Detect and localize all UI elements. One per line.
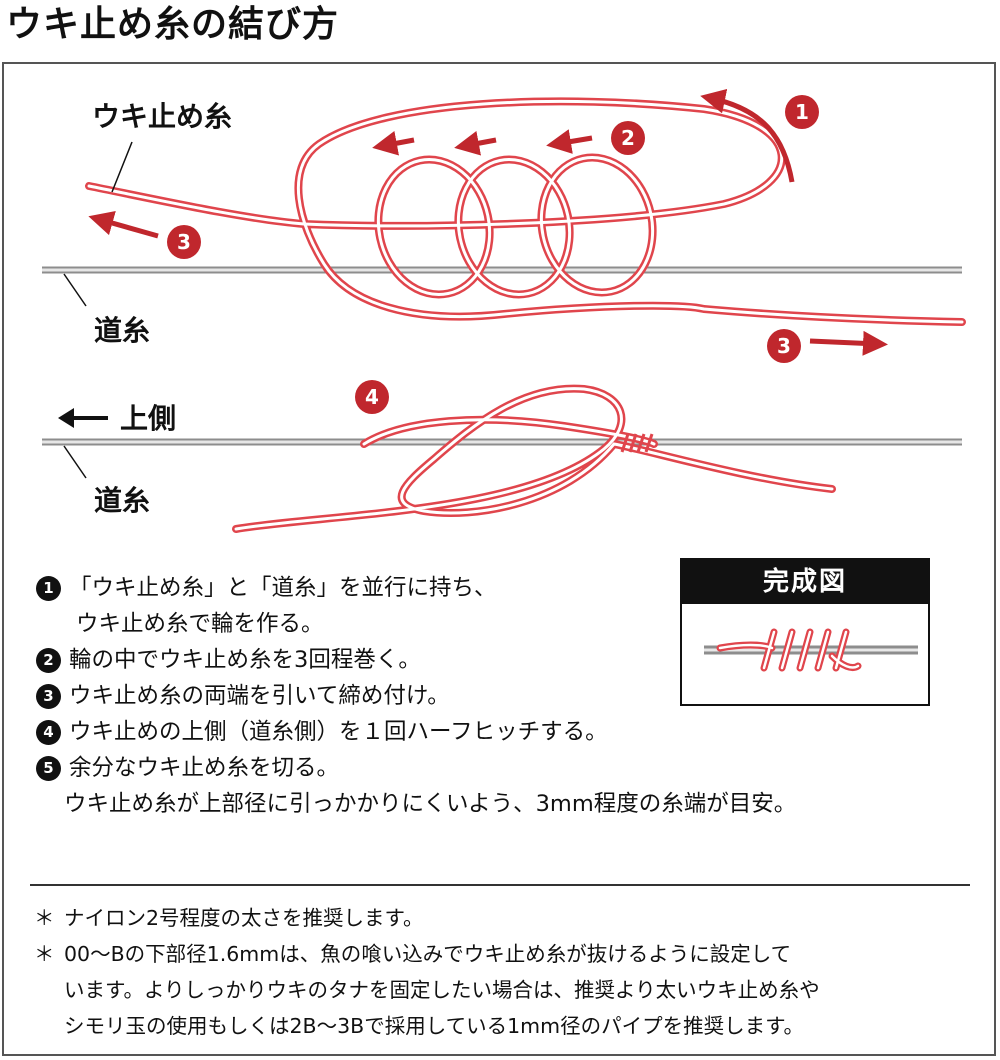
note-1-mark: ＊	[34, 906, 55, 930]
step-1-text: 「ウキ止め糸」と「道糸」を並行に持ち、	[69, 575, 497, 601]
step-4-number: 4	[36, 720, 61, 745]
page-title: ウキ止め糸の結び方	[6, 4, 340, 45]
step-3: 3 ウキ止め糸の両端を引いて締め付け。	[36, 678, 976, 714]
svg-text:4: 4	[365, 385, 379, 409]
step-4: 4 ウキ止めの上側（道糸側）を１回ハーフヒッチする。	[36, 714, 976, 750]
badge-step-3-right: 3	[767, 329, 801, 363]
leader-line-main-2	[63, 445, 87, 479]
completed-figure-title: 完成図	[682, 560, 928, 604]
arrow-step-2-b	[454, 130, 497, 156]
arrow-step-3-right	[809, 330, 888, 356]
note-2-text-line-1: 00〜Bの下部径1.6mmは、魚の喰い込みでウキ止め糸が抜けるように設定して	[64, 942, 792, 966]
label-upper-side: 上側	[120, 402, 176, 435]
svg-text:3: 3	[777, 334, 791, 358]
knot-diagram: ウキ止め糸 道糸 1 2 3 3	[42, 88, 966, 533]
step-1: 1 「ウキ止め糸」と「道糸」を並行に持ち、	[36, 570, 976, 606]
svg-text:2: 2	[621, 126, 635, 150]
label-main-line-2: 道糸	[94, 484, 150, 517]
leader-line-float-stop	[111, 141, 133, 193]
step-5-continued: ウキ止め糸が上部径に引っかかりにくいよう、3mm程度の糸端が目安。	[64, 791, 797, 817]
note-2-text-line-3: シモリ玉の使用もしくは2B〜3Bで採用している1mm径のパイプを推奨します。	[64, 1014, 805, 1038]
steps-list: 1 「ウキ止め糸」と「道糸」を並行に持ち、 ウキ止め糸で輪を作る。 2 輪の中でウキ…	[36, 570, 976, 822]
note-2-mark: ＊	[34, 942, 55, 966]
step-1-continued: ウキ止め糸で輪を作る。	[76, 611, 324, 637]
diagram-frame: ウキ止め糸 道糸 1 2 3 3	[2, 62, 996, 1056]
step-2: 2 輪の中でウキ止め糸を3回程巻く。	[36, 642, 976, 678]
note-2: ＊ 00〜Bの下部径1.6mmは、魚の喰い込みでウキ止め糸が抜けるように設定して	[34, 936, 974, 972]
upper-side-arrow	[58, 408, 108, 428]
completed-figure: 完成図	[680, 558, 930, 706]
float-stop-line-loops	[85, 97, 966, 326]
badge-step-3-left: 3	[167, 225, 201, 259]
note-1-text: ナイロン2号程度の太さを推奨します。	[64, 906, 424, 930]
badge-step-2: 2	[611, 121, 645, 155]
step-4-text: ウキ止めの上側（道糸側）を１回ハーフヒッチする。	[69, 719, 608, 745]
note-1: ＊ ナイロン2号程度の太さを推奨します。	[34, 900, 974, 936]
arrow-step-1	[700, 88, 795, 183]
svg-text:1: 1	[795, 100, 809, 124]
arrow-step-2-c	[546, 129, 593, 154]
step-5: 5 余分なウキ止め糸を切る。	[36, 750, 976, 786]
arrow-step-3-left	[88, 211, 159, 239]
step-5-text: 余分なウキ止め糸を切る。	[69, 755, 340, 781]
note-2-text-line-2: います。よりしっかりウキのタナを固定したい場合は、推奨より太いウキ止め糸や	[64, 978, 820, 1002]
completed-knot	[704, 628, 918, 672]
badge-step-1: 1	[785, 95, 819, 129]
svg-text:3: 3	[177, 230, 191, 254]
step-3-number: 3	[36, 684, 61, 709]
leader-line-main-1	[63, 273, 87, 307]
label-main-line-1: 道糸	[94, 314, 150, 347]
step-5-number: 5	[36, 756, 61, 781]
arrow-step-2-a	[372, 130, 415, 156]
step-1-number: 1	[36, 576, 61, 601]
step-3-text: ウキ止め糸の両端を引いて締め付け。	[69, 683, 450, 709]
divider	[30, 884, 970, 886]
step-2-number: 2	[36, 648, 61, 673]
notes: ＊ ナイロン2号程度の太さを推奨します。 ＊ 00〜Bの下部径1.6mmは、魚の喰い…	[34, 900, 974, 1044]
half-hitch-loop	[232, 384, 836, 533]
badge-step-4: 4	[355, 380, 389, 414]
label-float-stop-line: ウキ止め糸	[92, 100, 232, 133]
step-2-text: 輪の中でウキ止め糸を3回程巻く。	[69, 647, 421, 673]
